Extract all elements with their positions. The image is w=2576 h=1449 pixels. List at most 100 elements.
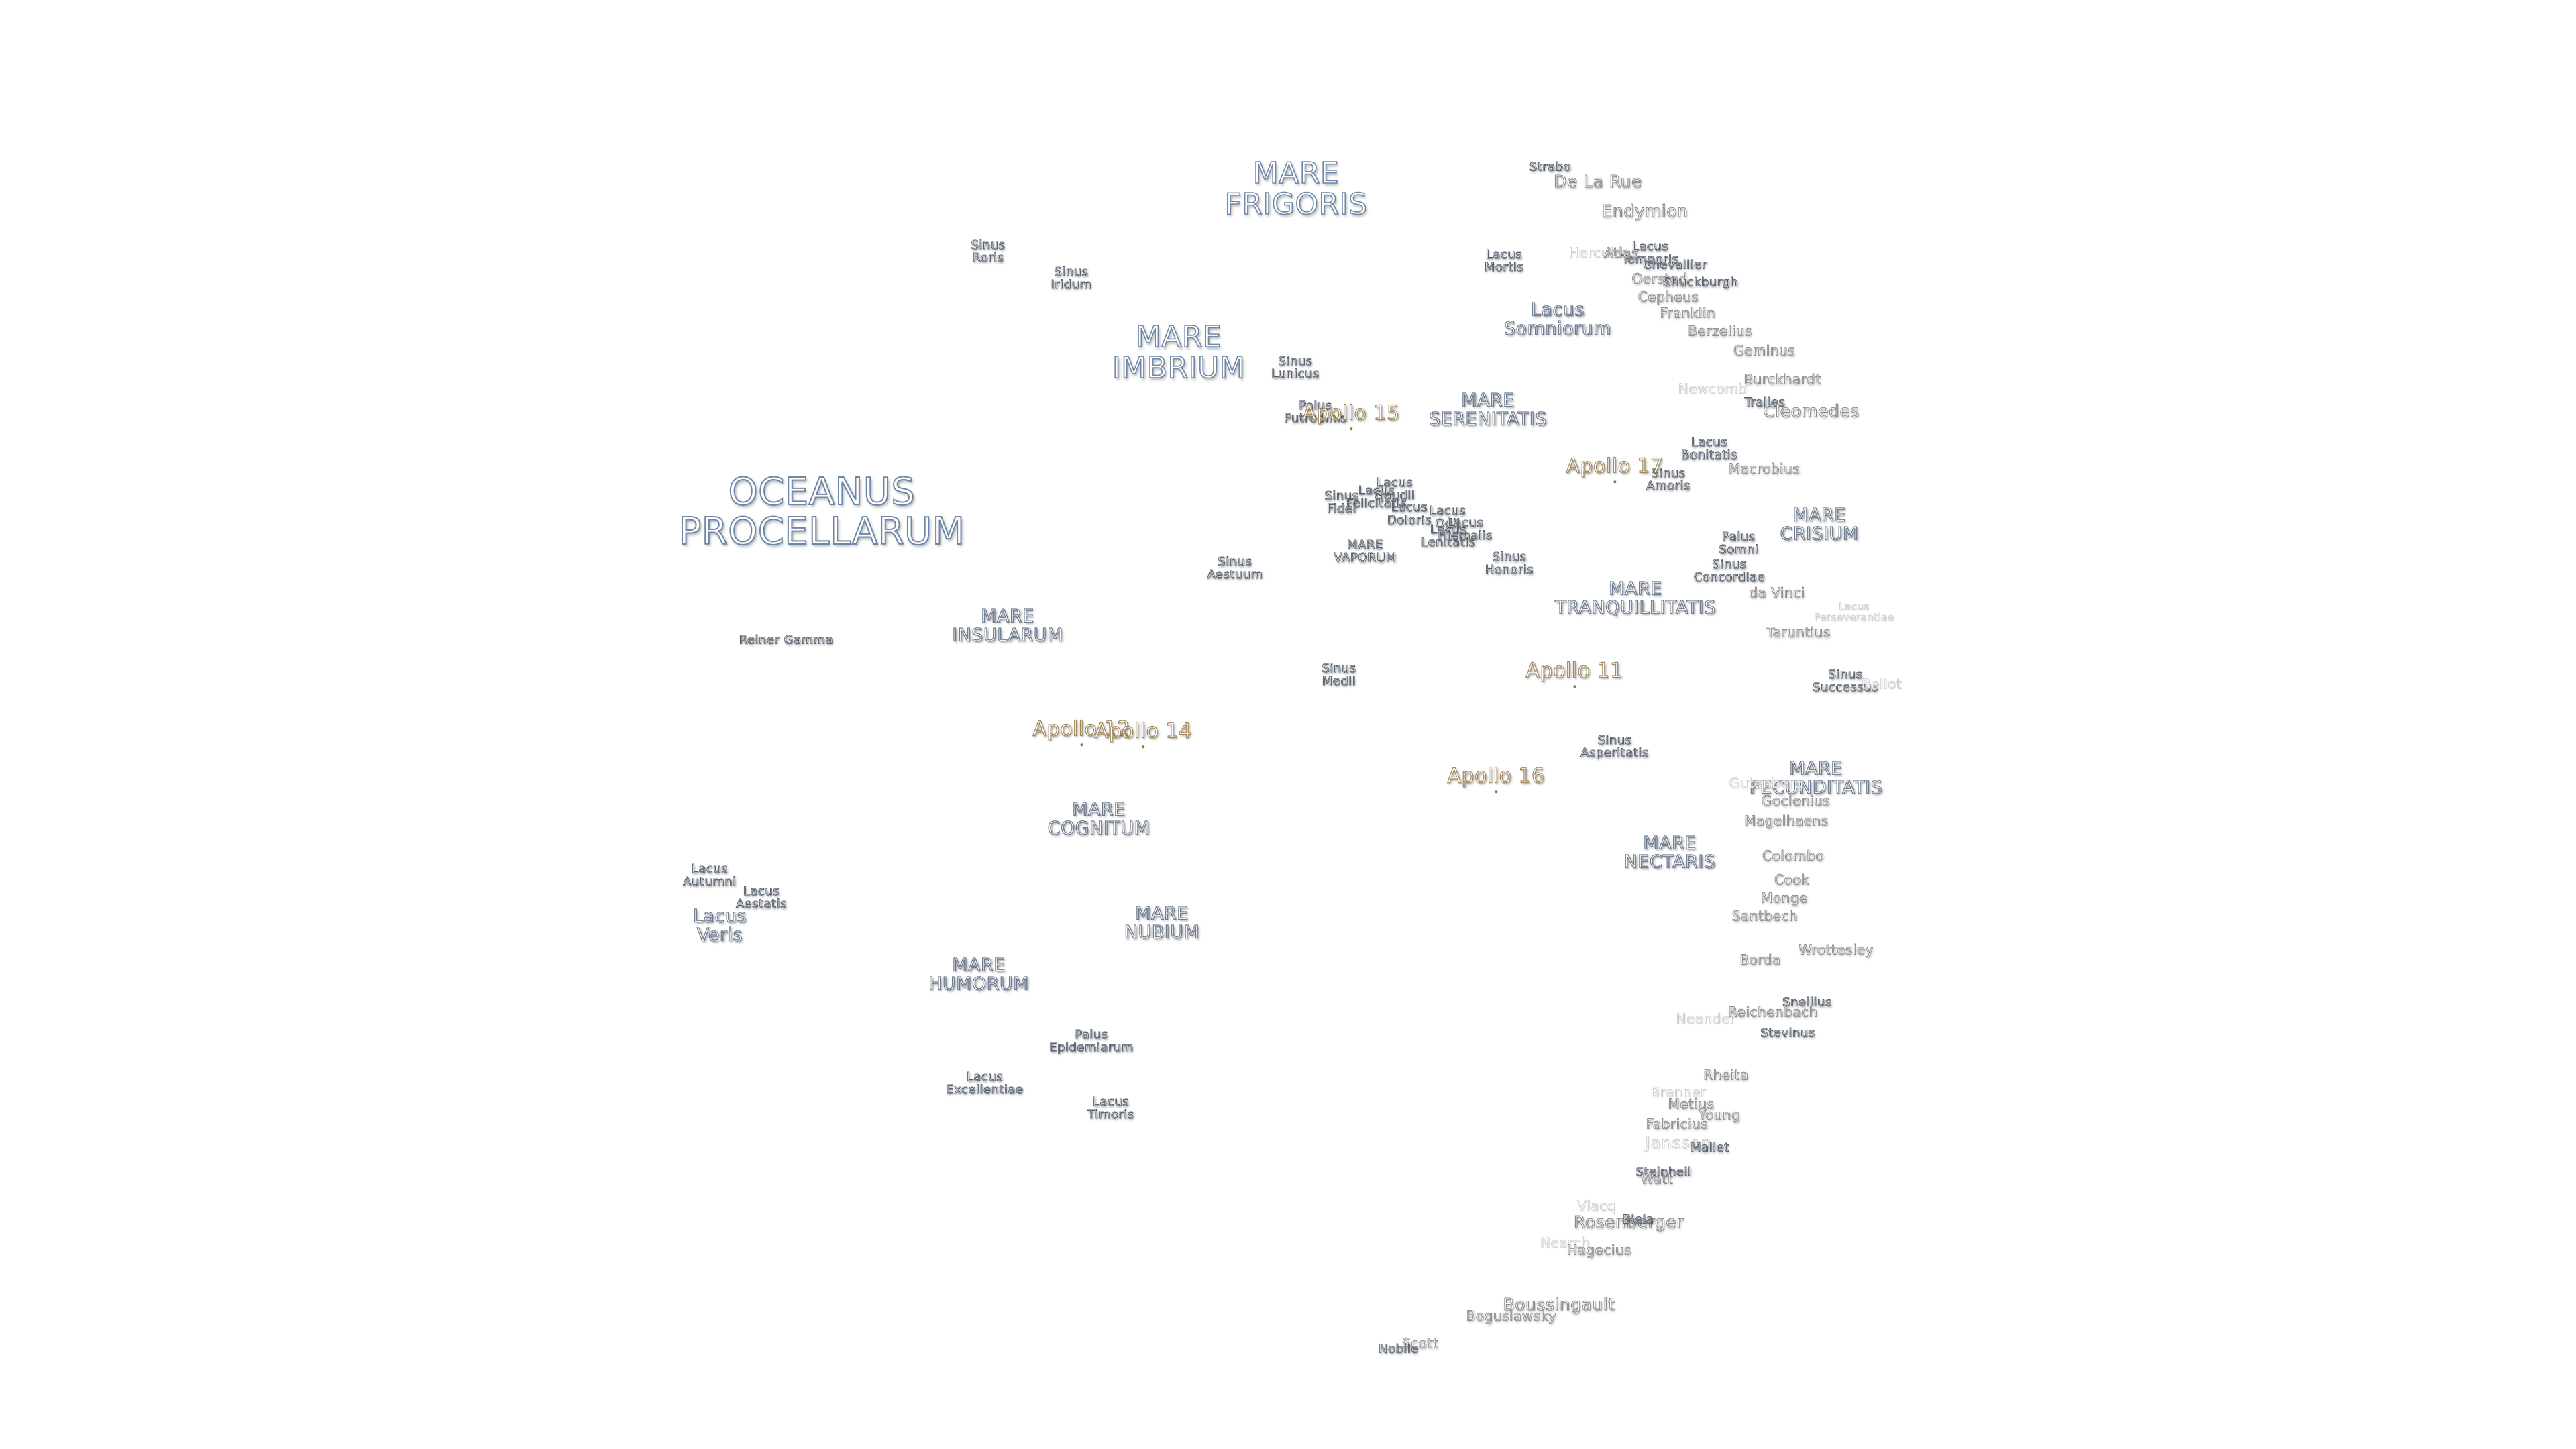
label-lacus-somniorum: Lacus Somniorum — [1503, 299, 1612, 339]
label-palus-putredinis: Palus Putredinis — [1283, 398, 1348, 425]
label-tralles: Tralles — [1744, 395, 1786, 410]
label-apollo-12: Apollo 12 — [1032, 717, 1130, 746]
label-boguslawsky: Boguslawsky — [1466, 1307, 1557, 1324]
label-palus-somni: Palus Somni — [1719, 530, 1759, 557]
label-lacus-felicitatis: Lacus Felicitatis — [1346, 484, 1407, 511]
label-lacus-odii: Lacus Odii — [1429, 504, 1466, 531]
label-palus-epidemiarum: Palus Epidemiarum — [1049, 1028, 1134, 1055]
label-lacus-hiemalis: Lacus Hiemalis — [1438, 516, 1493, 543]
label-magelhaens: Magelhaens — [1744, 812, 1829, 829]
label-reiner-gamma: Reiner Gamma — [739, 633, 834, 647]
label-biela: Biela — [1622, 1212, 1654, 1227]
label-sinus-iridum: Sinus Iridum — [1051, 265, 1092, 292]
label-apollo-14: Apollo 14 — [1094, 719, 1192, 748]
label-sinus-amoris: Sinus Amoris — [1646, 466, 1690, 493]
label-mare-humorum: MARE HUMORUM — [928, 955, 1029, 995]
label-mare-nubium: MARE NUBIUM — [1124, 903, 1200, 943]
label-sinus-honoris: Sinus Honoris — [1485, 550, 1534, 577]
label-lacus-mortis: Lacus Mortis — [1484, 248, 1524, 274]
label-lacus-gaudii: Lacus Gaudii — [1374, 476, 1415, 502]
label-borda: Borda — [1739, 951, 1781, 968]
label-lacus-temporis: Lacus Temporis — [1621, 239, 1679, 266]
label-hagecius: Hagecius — [1567, 1242, 1631, 1258]
label-lacus-perseverantiae: Lacus Perseverantiae — [1814, 600, 1894, 623]
label-wrottesley: Wrottesley — [1798, 941, 1874, 958]
label-young: Young — [1698, 1106, 1741, 1123]
label-monge: Monge — [1761, 890, 1808, 906]
label-hercules: Hercules — [1568, 244, 1630, 261]
label-mallet: Mallet — [1690, 1140, 1729, 1155]
label-da-vinci: da Vinci — [1749, 584, 1805, 601]
label-lacus-timoris: Lacus Timoris — [1087, 1095, 1134, 1122]
label-mare-imbrium: MARE IMBRIUM — [1112, 319, 1246, 385]
label-nearch: Nearch — [1540, 1234, 1590, 1251]
label-sinus-roris: Sinus Roris — [971, 238, 1006, 265]
label-mare-cognitum: MARE COGNITUM — [1047, 799, 1150, 839]
label-endymion: Endymion — [1601, 201, 1688, 221]
label-scott: Scott — [1401, 1335, 1439, 1352]
label-santbech: Santbech — [1731, 908, 1799, 924]
label-cepheus: Cepheus — [1638, 288, 1699, 305]
label-de-la-rue: De La Rue — [1554, 171, 1642, 191]
label-mare-serenitatis: MARE SERENITATIS — [1428, 390, 1548, 430]
label-franklin: Franklin — [1660, 305, 1716, 321]
label-vlacq: Vlacq — [1577, 1197, 1616, 1214]
label-lacus-excellentiae: Lacus Excellentiae — [946, 1070, 1024, 1097]
label-lacus-doloris: Lacus Doloris — [1387, 500, 1432, 527]
label-geminus: Geminus — [1733, 342, 1796, 359]
label-oersted: Oersted — [1631, 270, 1688, 287]
label-goclenius: Goclenius — [1761, 792, 1831, 809]
label-cleomedes: Cleomedes — [1763, 400, 1860, 421]
label-sinus-medii: Sinus Medii — [1322, 661, 1356, 688]
label-apollo-15: Apollo 15 — [1302, 401, 1400, 430]
label-lacus-lenitatis: Lacus Lenitatis — [1421, 523, 1476, 549]
label-stevinus: Stevinus — [1760, 1026, 1815, 1040]
label-lacus-bonitatis: Lacus Bonitatis — [1681, 435, 1737, 462]
label-mare-fecunditatis: MARE FECUNDITATIS — [1749, 758, 1883, 798]
label-mare-vaporum: MARE VAPORUM — [1334, 538, 1397, 565]
label-bellot: Bellot — [1861, 676, 1902, 692]
label-gutenberg: Gutenberg — [1729, 775, 1804, 792]
label-sinus-aestuum: Sinus Aestuum — [1207, 555, 1263, 582]
label-lacus-autumni: Lacus Autumni — [683, 862, 737, 889]
label-sinus-lunicus: Sinus Lunicus — [1271, 354, 1320, 381]
label-sinus-fidei: Sinus Fidei — [1324, 489, 1359, 516]
label-sinus-successus: Sinus Successus — [1813, 667, 1878, 694]
label-berzelius: Berzelius — [1688, 323, 1752, 339]
label-chevallier: Chevallier — [1643, 258, 1707, 272]
label-reichenbach: Reichenbach — [1728, 1004, 1818, 1020]
label-janssen: Janssen — [1645, 1132, 1712, 1152]
label-burckhardt: Burckhardt — [1743, 371, 1821, 388]
label-neander: Neander — [1676, 1010, 1736, 1027]
label-atlas: Atlas — [1604, 244, 1639, 261]
label-steinheil: Steinheil — [1635, 1165, 1692, 1179]
label-cook: Cook — [1774, 871, 1810, 888]
label-rosenberger: Rosenberger — [1573, 1212, 1684, 1232]
label-lacus-veris: Lacus Veris — [692, 906, 747, 946]
label-apollo-16: Apollo 16 — [1447, 764, 1545, 793]
label-brenner: Brenner — [1650, 1084, 1707, 1101]
label-oceanus-procellarum: OCEANUS PROCELLARUM — [678, 470, 965, 553]
label-newcomb: Newcomb — [1678, 380, 1748, 397]
label-watt: Watt — [1640, 1171, 1674, 1187]
label-apollo-17: Apollo 17 — [1566, 454, 1664, 483]
label-taruntius: Taruntius — [1766, 624, 1831, 641]
label-snellius: Snellius — [1782, 995, 1832, 1010]
label-mare-nectaris: MARE NECTARIS — [1623, 833, 1716, 873]
label-mare-tranquillitatis: MARE TRANQUILLITATIS — [1554, 578, 1716, 619]
label-apollo-11: Apollo 11 — [1525, 659, 1623, 688]
label-boussingault: Boussingault — [1503, 1294, 1615, 1314]
label-mare-frigoris: MARE FRIGORIS — [1224, 156, 1368, 221]
label-mare-crisium: MARE CRISIUM — [1780, 504, 1859, 545]
label-strabo: Strabo — [1529, 160, 1572, 174]
label-fabricius: Fabricius — [1646, 1116, 1709, 1132]
label-rheita: Rheita — [1703, 1067, 1749, 1083]
label-nobile: Nobile — [1379, 1342, 1419, 1356]
label-sinus-asperitatis: Sinus Asperitatis — [1580, 733, 1649, 760]
label-macrobius: Macrobius — [1728, 460, 1801, 477]
label-mare-insularum: MARE INSULARUM — [952, 606, 1063, 646]
label-shuckburgh: Shuckburgh — [1662, 275, 1739, 290]
label-metius: Metius — [1668, 1095, 1715, 1112]
label-colombo: Colombo — [1762, 847, 1824, 864]
